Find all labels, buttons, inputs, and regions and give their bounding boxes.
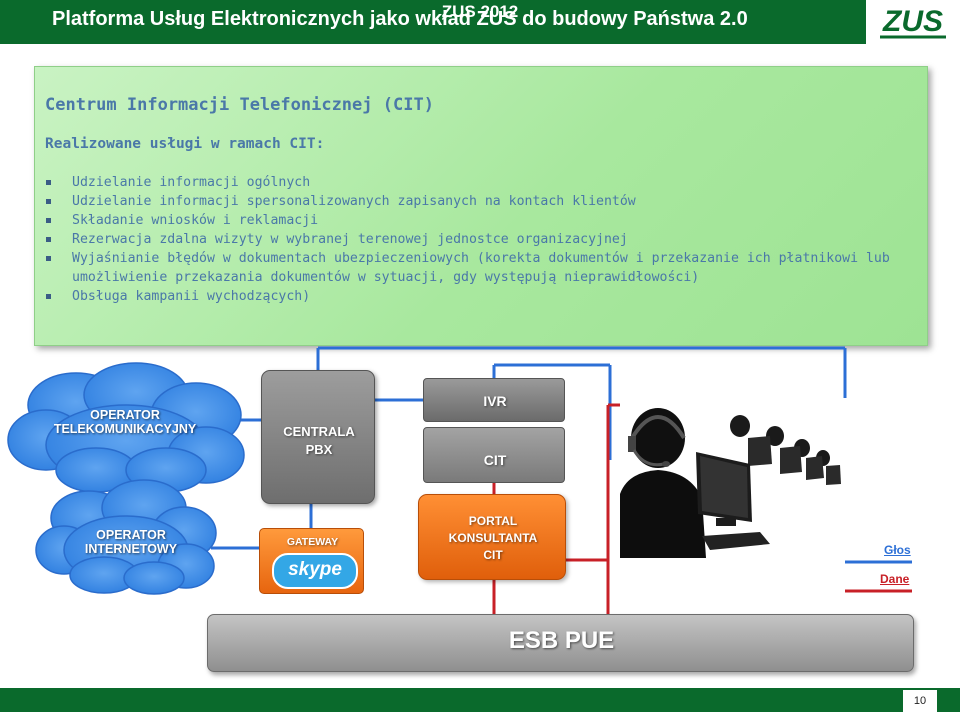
page-number-box [903, 690, 937, 712]
list-item: Wyjaśnianie błędów w dokumentach ubezpie… [45, 249, 912, 287]
panel-subtitle: Realizowane usługi w ramach CIT: [45, 136, 325, 152]
header-bar [0, 0, 960, 44]
footer-text: ZUS 2012 [441, 2, 519, 21]
operator-telecom-cloud [7, 362, 245, 493]
legend-voice-label: Głos [884, 543, 911, 557]
ivr-label: IVR [483, 393, 507, 409]
list-item: Rezerwacja zdalna wizyty w wybranej tere… [45, 230, 912, 249]
cit-info-panel: Centrum Informacji Telefonicznej (CIT) R… [34, 66, 928, 346]
data-lines [492, 403, 912, 614]
portal-label: PORTAL KONSULTANTA CIT [448, 514, 538, 562]
pbx-label: CENTRALA PBX [283, 424, 355, 457]
gateway-label: GATEWAY [286, 536, 339, 548]
skype-logo-icon: skype [272, 553, 358, 589]
esb-pue-bar: ESB PUE [207, 614, 914, 672]
operator-telecom-label: OPERATOR TELEKOMUNIKACYJNY [53, 408, 197, 436]
bullet-square-icon [46, 237, 51, 242]
bullet-square-icon [46, 218, 51, 223]
services-list: Udzielanie informacji ogólnych Udzielani… [45, 173, 912, 306]
cit-box: CIT [423, 427, 565, 483]
portal-konsultanta-box: PORTAL KONSULTANTA CIT [418, 494, 566, 580]
cit-label: CIT [483, 452, 507, 468]
zus-logo-text: ZUS [882, 5, 943, 38]
list-item: Udzielanie informacji spersonalizowanych… [45, 192, 912, 211]
slide-title: Platforma Usług Elektronicznych jako wkł… [52, 8, 748, 30]
bullet-square-icon [46, 256, 51, 261]
panel-title: Centrum Informacji Telefonicznej (CIT) [45, 95, 434, 115]
list-item: Obsługa kampanii wychodzących) [45, 287, 912, 306]
bullet-square-icon [46, 180, 51, 185]
zus-logo: ZUS [866, 0, 960, 44]
gateway-box: GATEWAY skype [259, 528, 364, 594]
call-center-agents-image [620, 398, 848, 558]
esb-label: ESB PUE [508, 627, 615, 654]
ivr-box: IVR [423, 378, 565, 422]
bullet-square-icon [46, 199, 51, 204]
list-item: Składanie wniosków i reklamacji [45, 211, 912, 230]
page-number: 10 [913, 695, 927, 707]
pbx-box: CENTRALA PBX [261, 370, 375, 504]
footer-bar [0, 688, 960, 712]
voice-lines [211, 346, 912, 564]
bullet-square-icon [46, 294, 51, 299]
legend-data-label: Dane [880, 572, 910, 586]
operator-internet-label: OPERATOR INTERNETOWY [84, 528, 178, 556]
list-item: Udzielanie informacji ogólnych [45, 173, 912, 192]
operator-internet-cloud [35, 479, 217, 595]
